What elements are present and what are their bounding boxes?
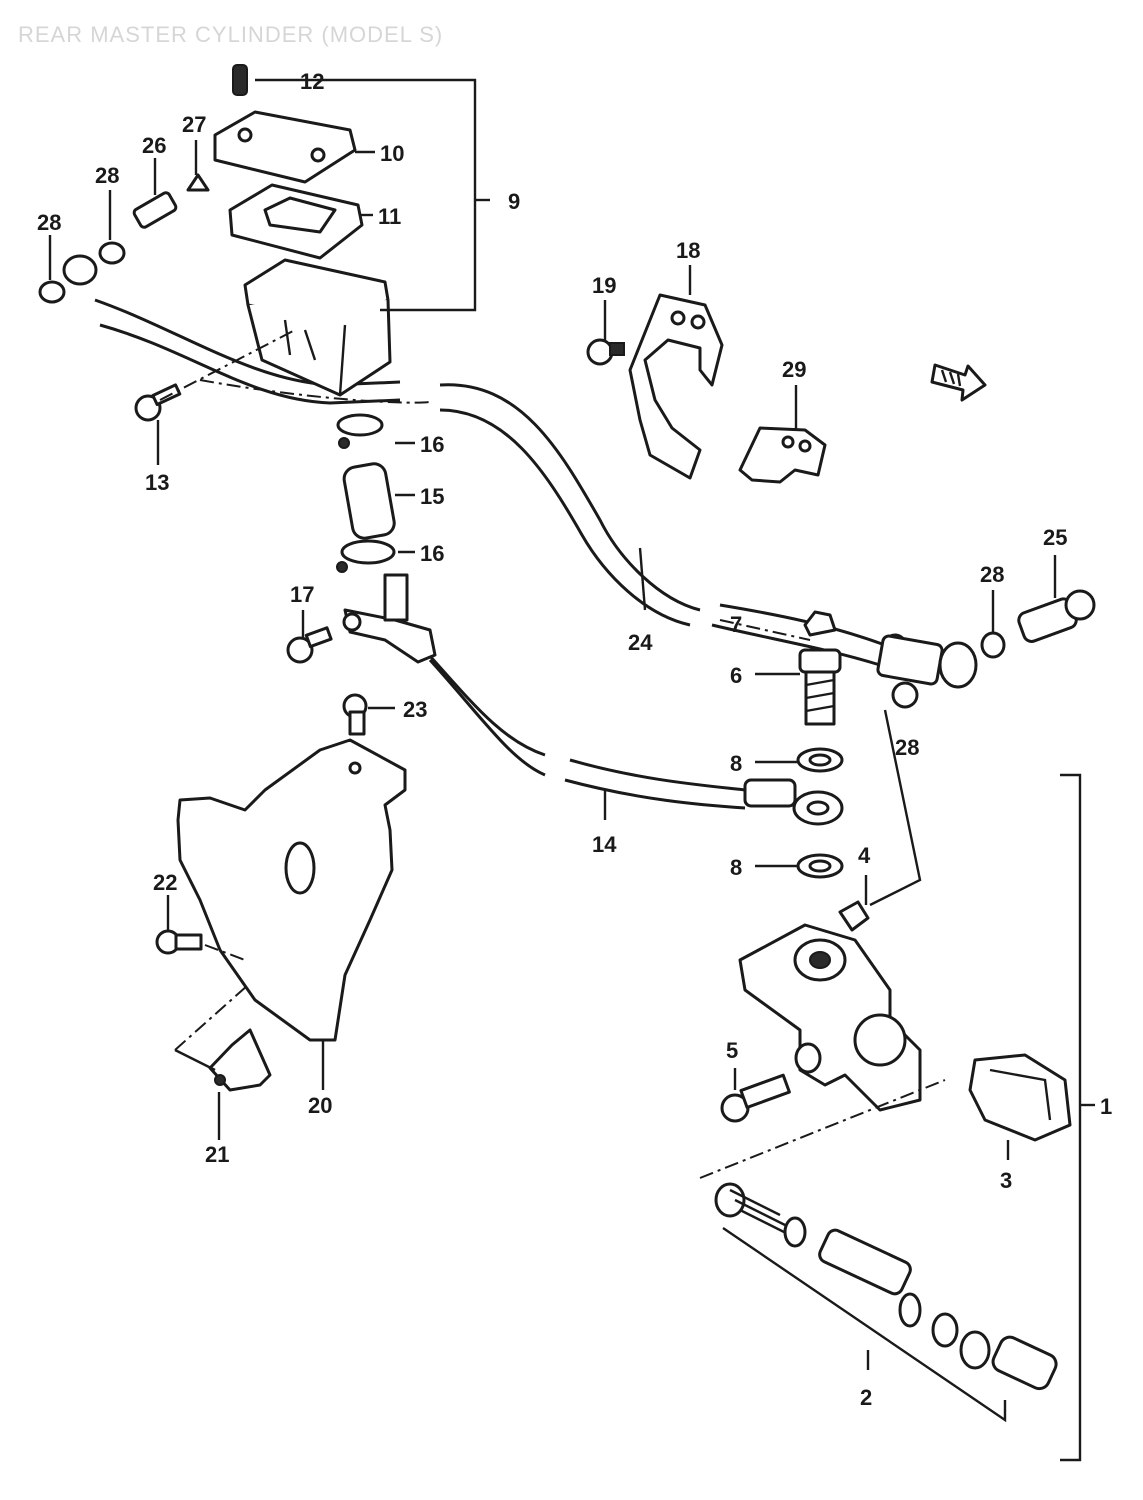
bolt-23 <box>342 693 368 736</box>
arrow-right-icon <box>930 363 987 402</box>
washer-28-d <box>891 681 919 709</box>
washer-8-lower <box>796 853 844 879</box>
hose-banjo <box>743 778 844 826</box>
screw-13 <box>134 383 182 422</box>
washer-28-b <box>38 280 66 304</box>
callout-1: 1 <box>1100 1094 1112 1119</box>
callout-2: 2 <box>860 1385 872 1410</box>
callout-8-upper: 8 <box>730 751 742 776</box>
reservoir-cap <box>213 110 357 184</box>
callout-13: 13 <box>145 470 169 495</box>
callout-8-lower: 8 <box>730 855 742 880</box>
bolt-5 <box>720 1073 791 1123</box>
callout-23: 23 <box>403 697 427 722</box>
callout-21: 21 <box>205 1142 229 1167</box>
callout-3: 3 <box>1000 1168 1012 1193</box>
washer-8-upper <box>796 747 844 773</box>
clamp-16-upper <box>336 413 384 449</box>
leader-piston <box>699 1079 946 1179</box>
leader-28-4 <box>869 709 922 907</box>
callout-28-b: 28 <box>37 210 61 235</box>
bracket-21 <box>208 1028 272 1092</box>
callout-25: 25 <box>1043 525 1067 550</box>
cap-7 <box>803 610 837 637</box>
callout-6: 6 <box>730 663 742 688</box>
callout-29: 29 <box>782 357 806 382</box>
leader-24 <box>638 547 647 611</box>
master-cylinder-body <box>738 923 922 1112</box>
bolt-22 <box>155 929 203 955</box>
callout-5: 5 <box>726 1038 738 1063</box>
callout-24: 24 <box>628 630 653 655</box>
piston-kit-2 <box>714 1182 1058 1391</box>
callout-22: 22 <box>153 870 177 895</box>
boot-3 <box>968 1053 1072 1142</box>
callout-27: 27 <box>182 112 206 137</box>
hose-end-25 <box>876 633 978 689</box>
clamp-16-lower <box>336 539 396 573</box>
callout-15: 15 <box>420 484 444 509</box>
hose-end-fitting <box>62 254 98 286</box>
leader-21 <box>174 984 249 1051</box>
bracket-29 <box>738 426 827 484</box>
callout-14: 14 <box>592 832 617 857</box>
callout-18: 18 <box>676 238 700 263</box>
callout-9: 9 <box>508 189 520 214</box>
bolt-19 <box>586 338 625 366</box>
leader-reservoir <box>199 379 431 404</box>
reservoir-diaphragm <box>228 183 364 260</box>
union-bolt-26 <box>132 191 178 229</box>
callout-26: 26 <box>142 133 166 158</box>
union-bolt-25 <box>1017 589 1096 643</box>
lower-hose <box>418 643 746 810</box>
grommet-27 <box>186 173 210 192</box>
hose-15 <box>342 462 396 540</box>
union-6 <box>798 648 842 726</box>
cover-20 <box>176 738 407 1042</box>
screw-12 <box>232 64 248 96</box>
side-hose <box>711 603 886 667</box>
hose-fitting-bracket <box>342 573 437 664</box>
bolt-17 <box>286 626 333 664</box>
washer-28-a <box>98 241 126 265</box>
callout-10: 10 <box>380 141 404 166</box>
leader-2 <box>722 1227 1007 1423</box>
bracket-line-1 <box>1060 773 1082 1462</box>
callout-12: 12 <box>300 69 324 94</box>
callout-11: 11 <box>378 204 401 229</box>
callout-4: 4 <box>858 843 871 868</box>
callout-16-upper: 16 <box>420 432 444 457</box>
callout-7: 7 <box>730 612 742 637</box>
reservoir-body <box>243 258 392 397</box>
callout-16-lower: 16 <box>420 541 444 566</box>
callout-20: 20 <box>308 1093 332 1118</box>
washer-28-c <box>980 631 1006 659</box>
callout-28-d: 28 <box>895 735 919 760</box>
callout-19: 19 <box>592 273 616 298</box>
leader-21b <box>174 1048 216 1072</box>
leader-7 <box>719 619 811 641</box>
bracket-18 <box>628 293 724 480</box>
callout-17: 17 <box>290 582 314 607</box>
leader-22 <box>204 944 246 961</box>
diagram-title: REAR MASTER CYLINDER (MODEL S) <box>18 22 444 47</box>
bleeder-4 <box>838 900 870 932</box>
bracket-line-9 <box>255 78 477 312</box>
callout-28-a: 28 <box>95 163 119 188</box>
callout-28-c: 28 <box>980 562 1004 587</box>
